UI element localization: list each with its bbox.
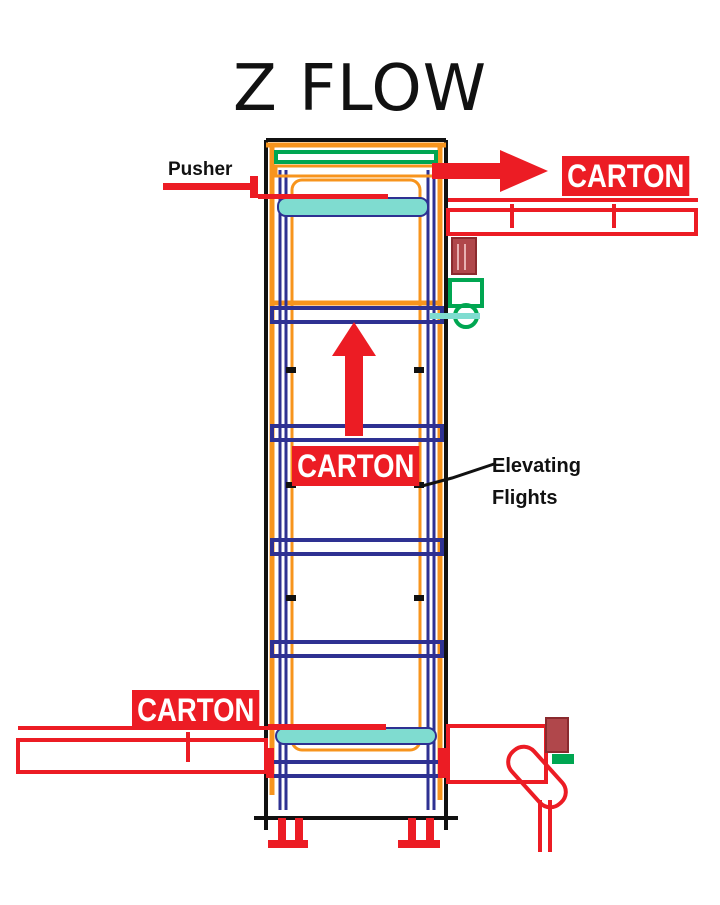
infeed-conveyor [16,726,270,774]
flight-3 [270,538,444,556]
carton-outfeed-label: CARTON [562,156,690,196]
elevating-label-line2: Flights [492,487,558,509]
top-drive-motor [430,237,484,329]
blue-chain-rails [278,170,436,810]
pusher-label: Pusher [168,159,233,180]
carton-infeed-label: CARTON [132,690,260,730]
outfeed-conveyor [446,198,698,236]
infeed-push-bar [268,724,386,730]
elevating-leader-line [421,462,495,488]
junction-markers [266,748,446,778]
top-header [274,150,438,217]
flight-1 [270,306,444,324]
orange-rails [266,142,446,800]
upward-arrow [332,322,376,436]
lower-right-conveyor [446,724,568,852]
elevating-label-line1: Elevating [492,455,581,477]
bottom-roller [275,727,437,745]
carton-elevating-label: CARTON [292,446,420,486]
elevating-flights-label: Elevating Flights [492,450,581,514]
elevator-feet [268,818,440,848]
flight-4 [270,640,444,658]
diagram-title: Z FLOW [232,52,488,126]
outfeed-arrow [432,150,548,192]
bottom-drive-motor [545,717,574,764]
pusher-rod [163,176,388,199]
elevator-frame [254,138,458,830]
flight-5 [270,760,444,778]
